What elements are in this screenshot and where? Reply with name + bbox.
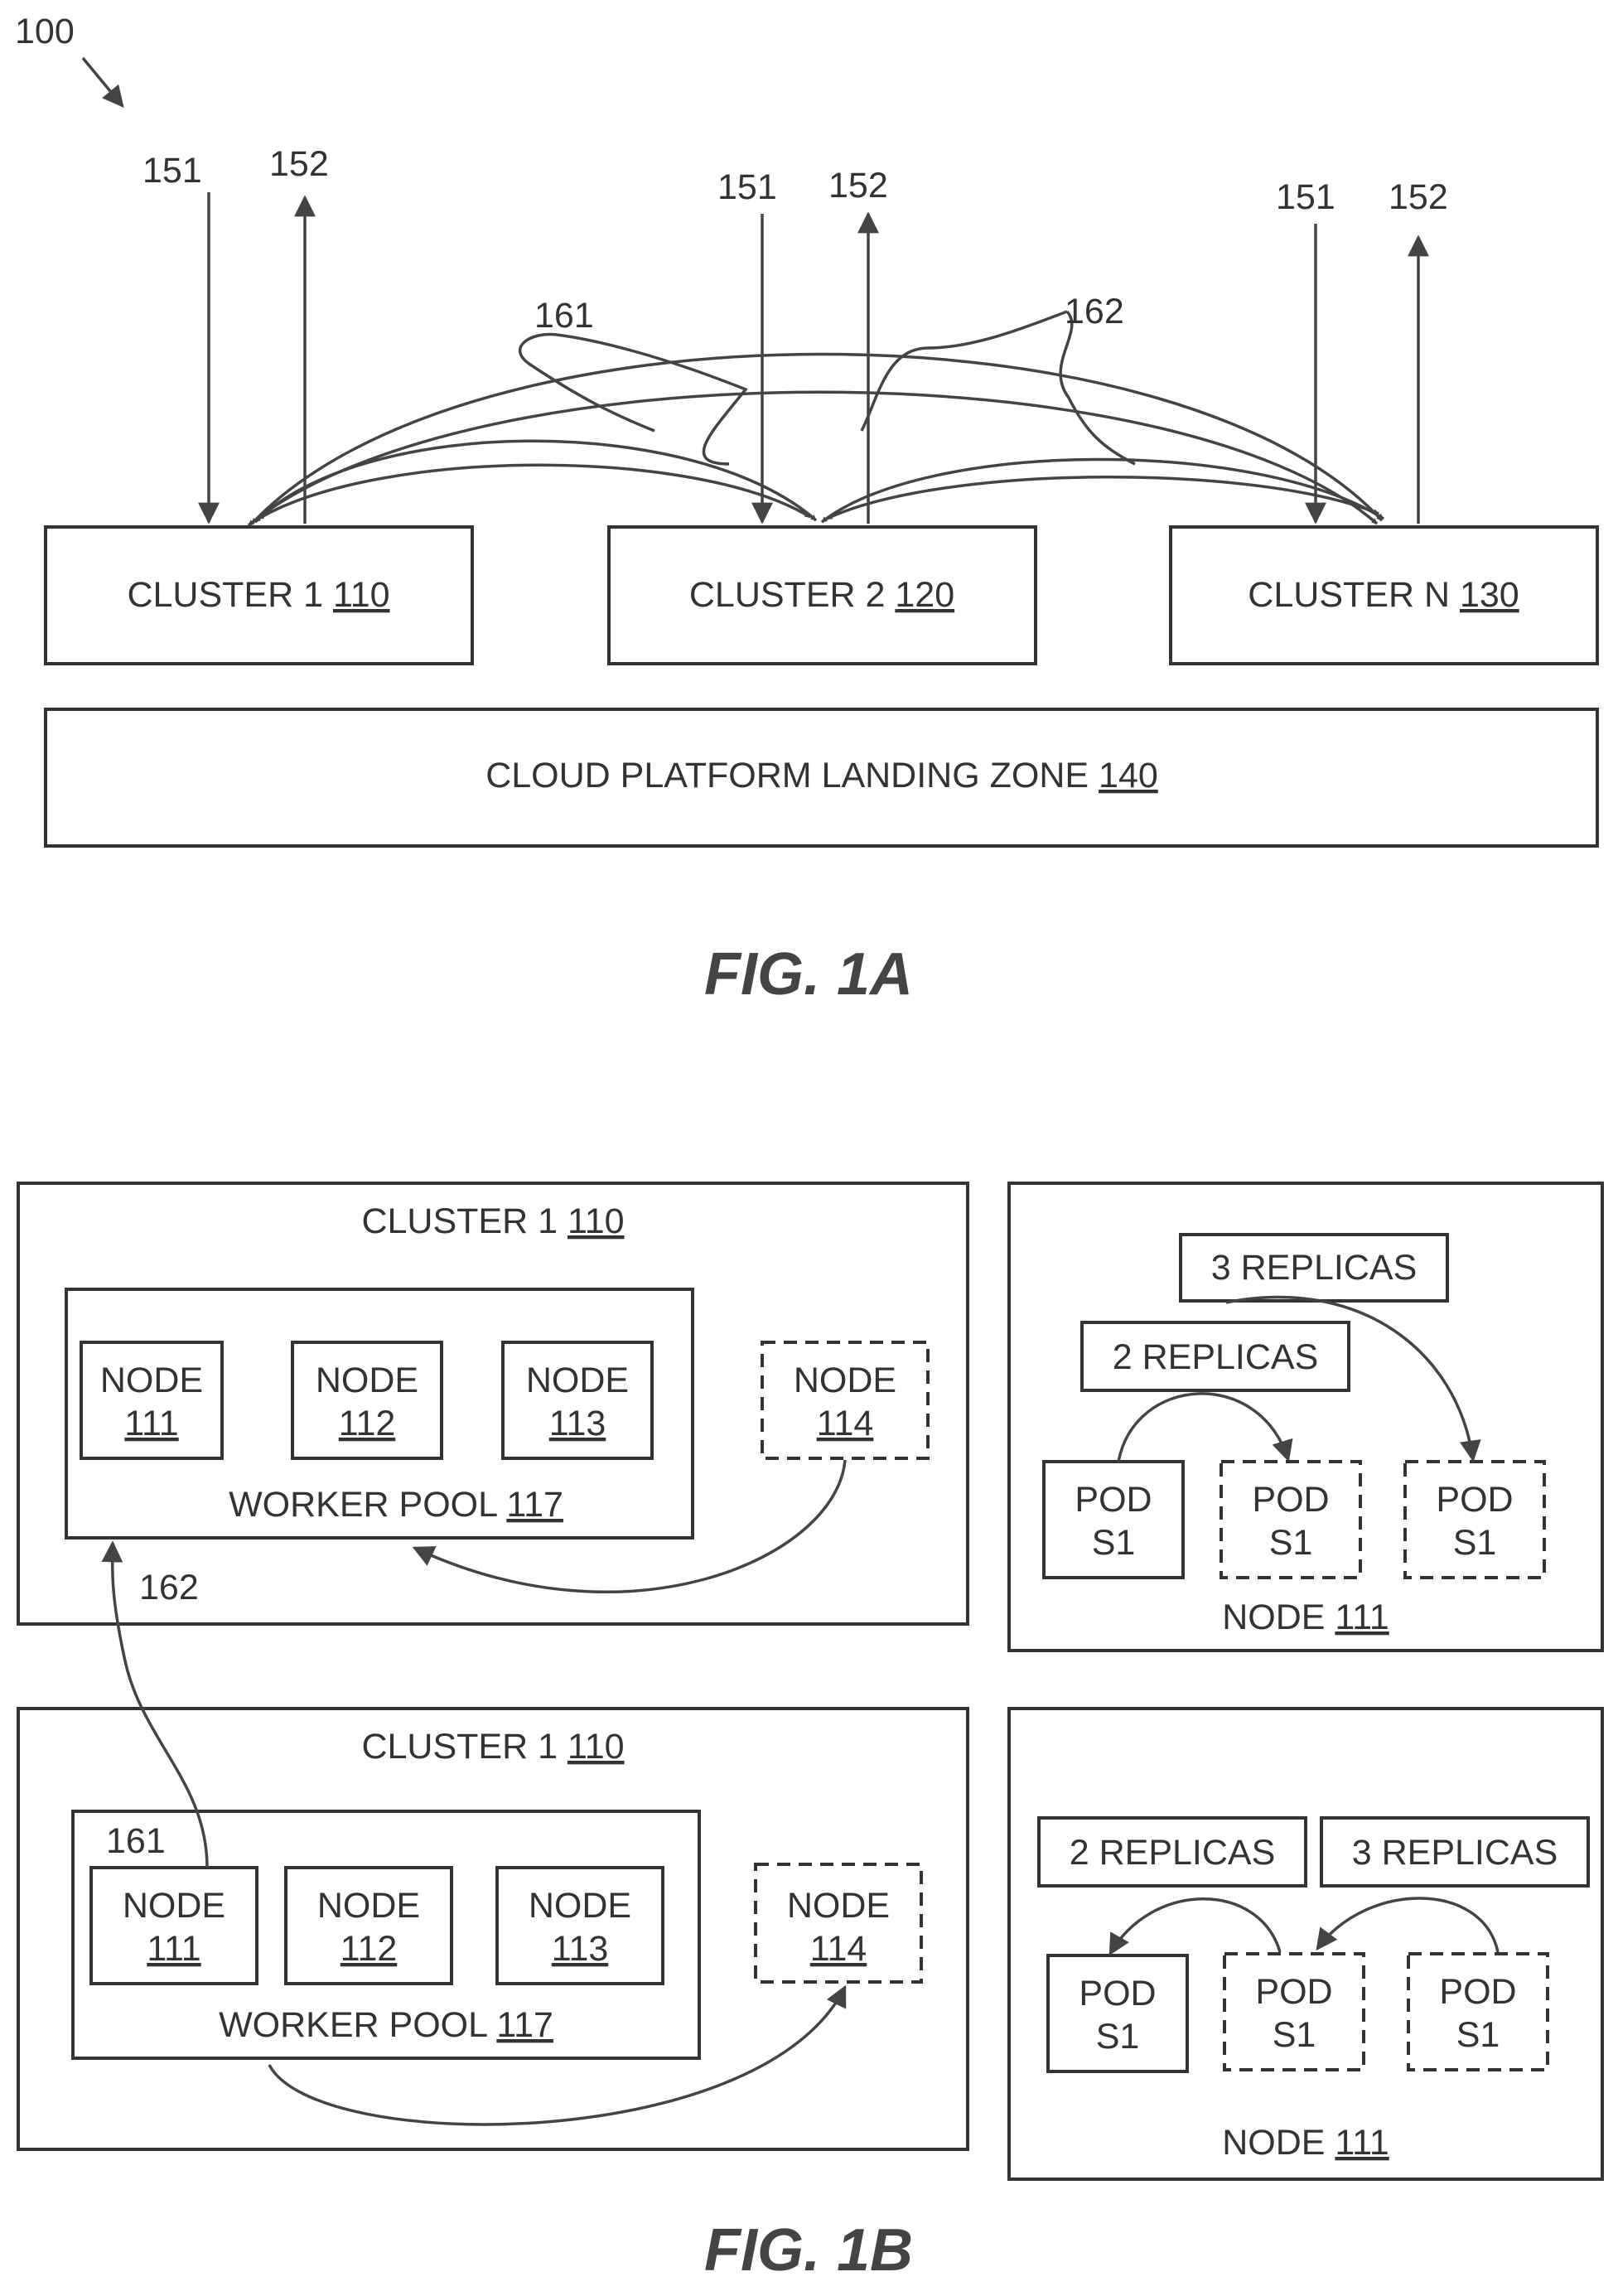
svg-text:111: 111 — [147, 1929, 200, 1969]
svg-text:CLUSTER N 130: CLUSTER N 130 — [1248, 575, 1519, 615]
svg-text:2 REPLICAS: 2 REPLICAS — [1113, 1337, 1319, 1377]
svg-text:NODE 111: NODE 111 — [1222, 2123, 1389, 2163]
link-ref-162: 162 — [1065, 292, 1124, 331]
cluster-n-label: CLUSTER N — [1248, 575, 1450, 615]
svg-text:S1: S1 — [1092, 1523, 1136, 1563]
svg-text:POD: POD — [1439, 1972, 1516, 2012]
node-panel-top: 3 REPLICAS 2 REPLICAS POD S1 POD S1 POD … — [1009, 1183, 1602, 1651]
svg-text:113: 113 — [549, 1404, 606, 1443]
leader-lines: 161 162 — [520, 292, 1135, 464]
fig-1a-caption: FIG. 1A — [704, 941, 913, 1008]
system-ref-arrow — [83, 58, 123, 106]
svg-text:S1: S1 — [1273, 2015, 1316, 2055]
svg-text:S1: S1 — [1269, 1523, 1313, 1563]
cluster-2-ref: 120 — [895, 575, 954, 615]
svg-text:113: 113 — [552, 1929, 609, 1969]
svg-text:114: 114 — [817, 1404, 874, 1443]
svg-text:CLOUD PLATFORM LANDING ZONE 14: CLOUD PLATFORM LANDING ZONE 140 — [485, 756, 1158, 795]
cluster-1-ref: 110 — [333, 575, 390, 615]
svg-text:3 REPLICAS: 3 REPLICAS — [1211, 1248, 1418, 1288]
svg-text:WORKER POOL 117: WORKER POOL 117 — [219, 2005, 553, 2045]
svg-text:NODE: NODE — [123, 1886, 225, 1926]
svg-text:S1: S1 — [1456, 2015, 1500, 2055]
cluster-panel-bottom: CLUSTER 1 110 161 NODE 111 NODE 112 NODE… — [18, 1709, 968, 2149]
input-ref-151-b: 151 — [717, 167, 777, 207]
svg-text:POD: POD — [1436, 1480, 1513, 1520]
cluster-1-box: CLUSTER 1 110 — [46, 527, 472, 664]
cluster-panel-top: CLUSTER 1 110 NODE 111 NODE 112 NODE 113… — [18, 1183, 968, 1624]
output-ref-152-a: 152 — [269, 144, 329, 184]
cluster-n-box: CLUSTER N 130 — [1171, 527, 1597, 664]
svg-text:111: 111 — [124, 1404, 178, 1443]
svg-text:3 REPLICAS: 3 REPLICAS — [1352, 1833, 1558, 1873]
svg-text:CLUSTER 2 120: CLUSTER 2 120 — [689, 575, 954, 615]
svg-text:NODE: NODE — [787, 1886, 890, 1926]
cluster-2-label: CLUSTER 2 — [689, 575, 886, 615]
system-ref-100: 100 — [15, 12, 75, 51]
svg-text:NODE 111: NODE 111 — [1222, 1598, 1389, 1637]
svg-text:CLUSTER 1 110: CLUSTER 1 110 — [361, 1201, 624, 1241]
fig-1a: 100 151 152 151 152 151 152 — [15, 12, 1597, 1008]
svg-text:114: 114 — [810, 1929, 867, 1969]
input-ref-151-c: 151 — [1276, 177, 1335, 217]
svg-text:NODE: NODE — [100, 1361, 203, 1400]
cluster-2-box: CLUSTER 2 120 — [609, 527, 1036, 664]
landing-zone-box: CLOUD PLATFORM LANDING ZONE 140 — [46, 709, 1597, 846]
fig-1b-caption: FIG. 1B — [704, 2217, 913, 2284]
svg-text:2 REPLICAS: 2 REPLICAS — [1070, 1833, 1276, 1873]
input-ref-151-a: 151 — [142, 151, 202, 191]
landing-zone-ref: 140 — [1099, 756, 1158, 795]
cluster-n-ref: 130 — [1460, 575, 1519, 615]
svg-text:NODE: NODE — [526, 1361, 629, 1400]
link-ref-161: 161 — [534, 296, 594, 336]
svg-text:NODE: NODE — [794, 1361, 896, 1400]
ref-162-b: 162 — [139, 1568, 199, 1607]
svg-text:NODE: NODE — [529, 1886, 631, 1926]
landing-zone-label: CLOUD PLATFORM LANDING ZONE — [485, 756, 1089, 795]
fig-1b: CLUSTER 1 110 NODE 111 NODE 112 NODE 113… — [18, 1183, 1602, 2284]
svg-text:POD: POD — [1255, 1972, 1332, 2012]
cluster-1-label: CLUSTER 1 — [127, 575, 323, 615]
svg-text:CLUSTER 1 110: CLUSTER 1 110 — [127, 575, 389, 615]
ref-161-b: 161 — [106, 1821, 166, 1861]
io-arrows: 151 152 151 152 151 152 — [142, 144, 1448, 524]
svg-text:S1: S1 — [1096, 2017, 1140, 2057]
svg-text:NODE: NODE — [317, 1886, 420, 1926]
svg-text:POD: POD — [1079, 1974, 1156, 2013]
output-ref-152-c: 152 — [1389, 177, 1448, 217]
svg-text:WORKER POOL 117: WORKER POOL 117 — [229, 1485, 563, 1525]
svg-text:S1: S1 — [1453, 1523, 1497, 1563]
svg-text:POD: POD — [1075, 1480, 1152, 1520]
output-ref-152-b: 152 — [828, 166, 888, 205]
svg-text:NODE: NODE — [316, 1361, 418, 1400]
inter-cluster-arcs — [249, 354, 1384, 525]
svg-text:POD: POD — [1252, 1480, 1329, 1520]
svg-text:CLUSTER 1 110: CLUSTER 1 110 — [361, 1727, 624, 1767]
svg-text:112: 112 — [339, 1404, 396, 1443]
svg-text:112: 112 — [341, 1929, 398, 1969]
node-panel-bottom: 2 REPLICAS 3 REPLICAS POD S1 POD S1 POD … — [1009, 1709, 1602, 2179]
